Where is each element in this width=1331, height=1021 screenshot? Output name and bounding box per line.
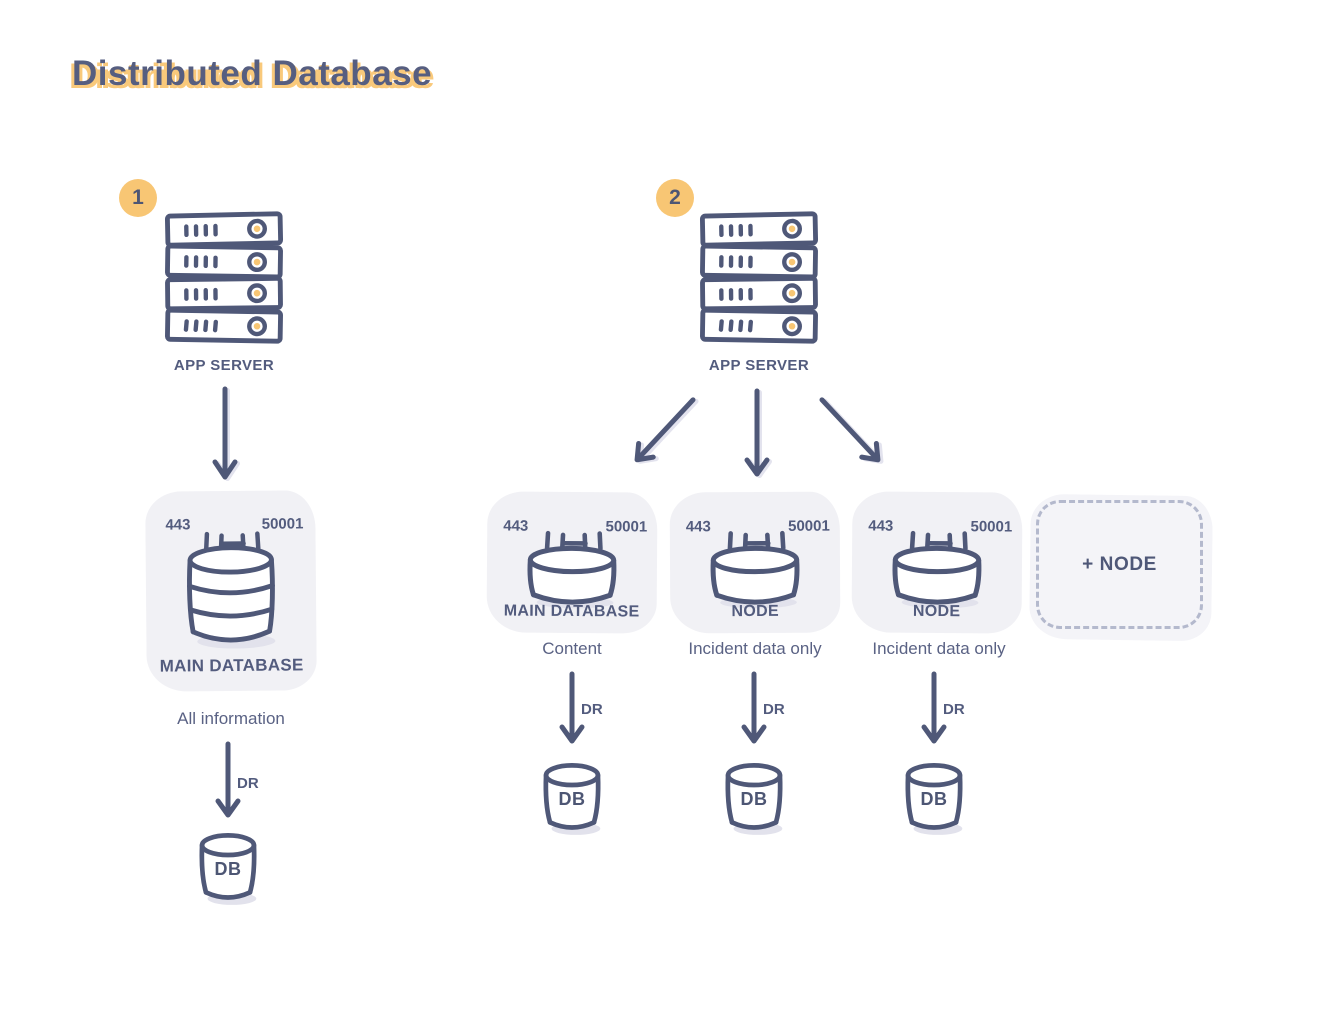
add-node-label: + NODE bbox=[1082, 553, 1157, 575]
add-node-placeholder: + NODE bbox=[1036, 500, 1203, 629]
app-server-icon bbox=[698, 211, 820, 349]
add-node-dashed-box: + NODE bbox=[1036, 500, 1203, 629]
node-caption: Incident data only bbox=[688, 639, 822, 658]
db-label: DB bbox=[558, 789, 586, 809]
database-cylinder-icon bbox=[705, 530, 805, 611]
arrow-down-icon bbox=[559, 671, 585, 744]
app-server-label: APP SERVER bbox=[708, 357, 810, 374]
page-title: Distributed Database bbox=[72, 54, 433, 93]
database-cylinder-icon bbox=[181, 529, 280, 652]
node-card-node-2: 443 50001 NODE bbox=[851, 491, 1023, 634]
node-title: NODE bbox=[731, 602, 780, 621]
arrow-down-icon bbox=[741, 671, 767, 744]
database-cylinder-icon bbox=[887, 530, 988, 611]
section-2-badge: 2 bbox=[656, 179, 694, 217]
app-server-label: APP SERVER bbox=[173, 357, 275, 374]
dr-arrow-group: DR bbox=[919, 671, 979, 751]
main-database-card: 443 50001 MAIN DATABASE bbox=[145, 490, 317, 692]
dr-label: DR bbox=[581, 701, 603, 718]
dr-arrow-group: DR bbox=[213, 741, 273, 825]
arrow-down-left-icon bbox=[634, 397, 699, 464]
main-database-title: MAIN DATABASE bbox=[159, 655, 304, 676]
section-2-badge-number: 2 bbox=[669, 186, 681, 209]
main-database-caption: All information bbox=[177, 709, 285, 728]
dr-label: DR bbox=[943, 701, 965, 718]
db-label: DB bbox=[740, 789, 768, 809]
node-caption: Content bbox=[542, 639, 602, 658]
db-label: DB bbox=[920, 789, 948, 809]
dr-label: DR bbox=[237, 775, 259, 792]
db-bucket: DB bbox=[539, 759, 605, 837]
dr-arrow-group: DR bbox=[557, 671, 617, 751]
app-server-icon bbox=[163, 211, 285, 349]
node-title: MAIN DATABASE bbox=[503, 602, 640, 621]
node-card-node-1: 443 50001 NODE bbox=[669, 491, 841, 634]
node-title: NODE bbox=[912, 602, 961, 621]
node-card-main-database: 443 50001 MAIN DATABASE bbox=[486, 491, 658, 634]
db-bucket: DB bbox=[195, 829, 261, 907]
node-caption: Incident data only bbox=[872, 639, 1006, 658]
database-cylinder-icon bbox=[522, 530, 623, 611]
arrow-down-right-icon bbox=[819, 397, 884, 464]
dr-label: DR bbox=[763, 701, 785, 718]
db-bucket: DB bbox=[901, 759, 967, 837]
section-1-badge-number: 1 bbox=[132, 186, 144, 209]
db-label: DB bbox=[214, 859, 242, 879]
section-1-badge: 1 bbox=[119, 179, 157, 217]
arrow-down-icon bbox=[921, 671, 947, 744]
dr-arrow-group: DR bbox=[739, 671, 799, 751]
db-bucket: DB bbox=[721, 759, 787, 837]
arrow-down-icon bbox=[744, 388, 772, 478]
arrow-down-icon bbox=[215, 741, 241, 818]
arrow-down-icon bbox=[212, 386, 240, 481]
